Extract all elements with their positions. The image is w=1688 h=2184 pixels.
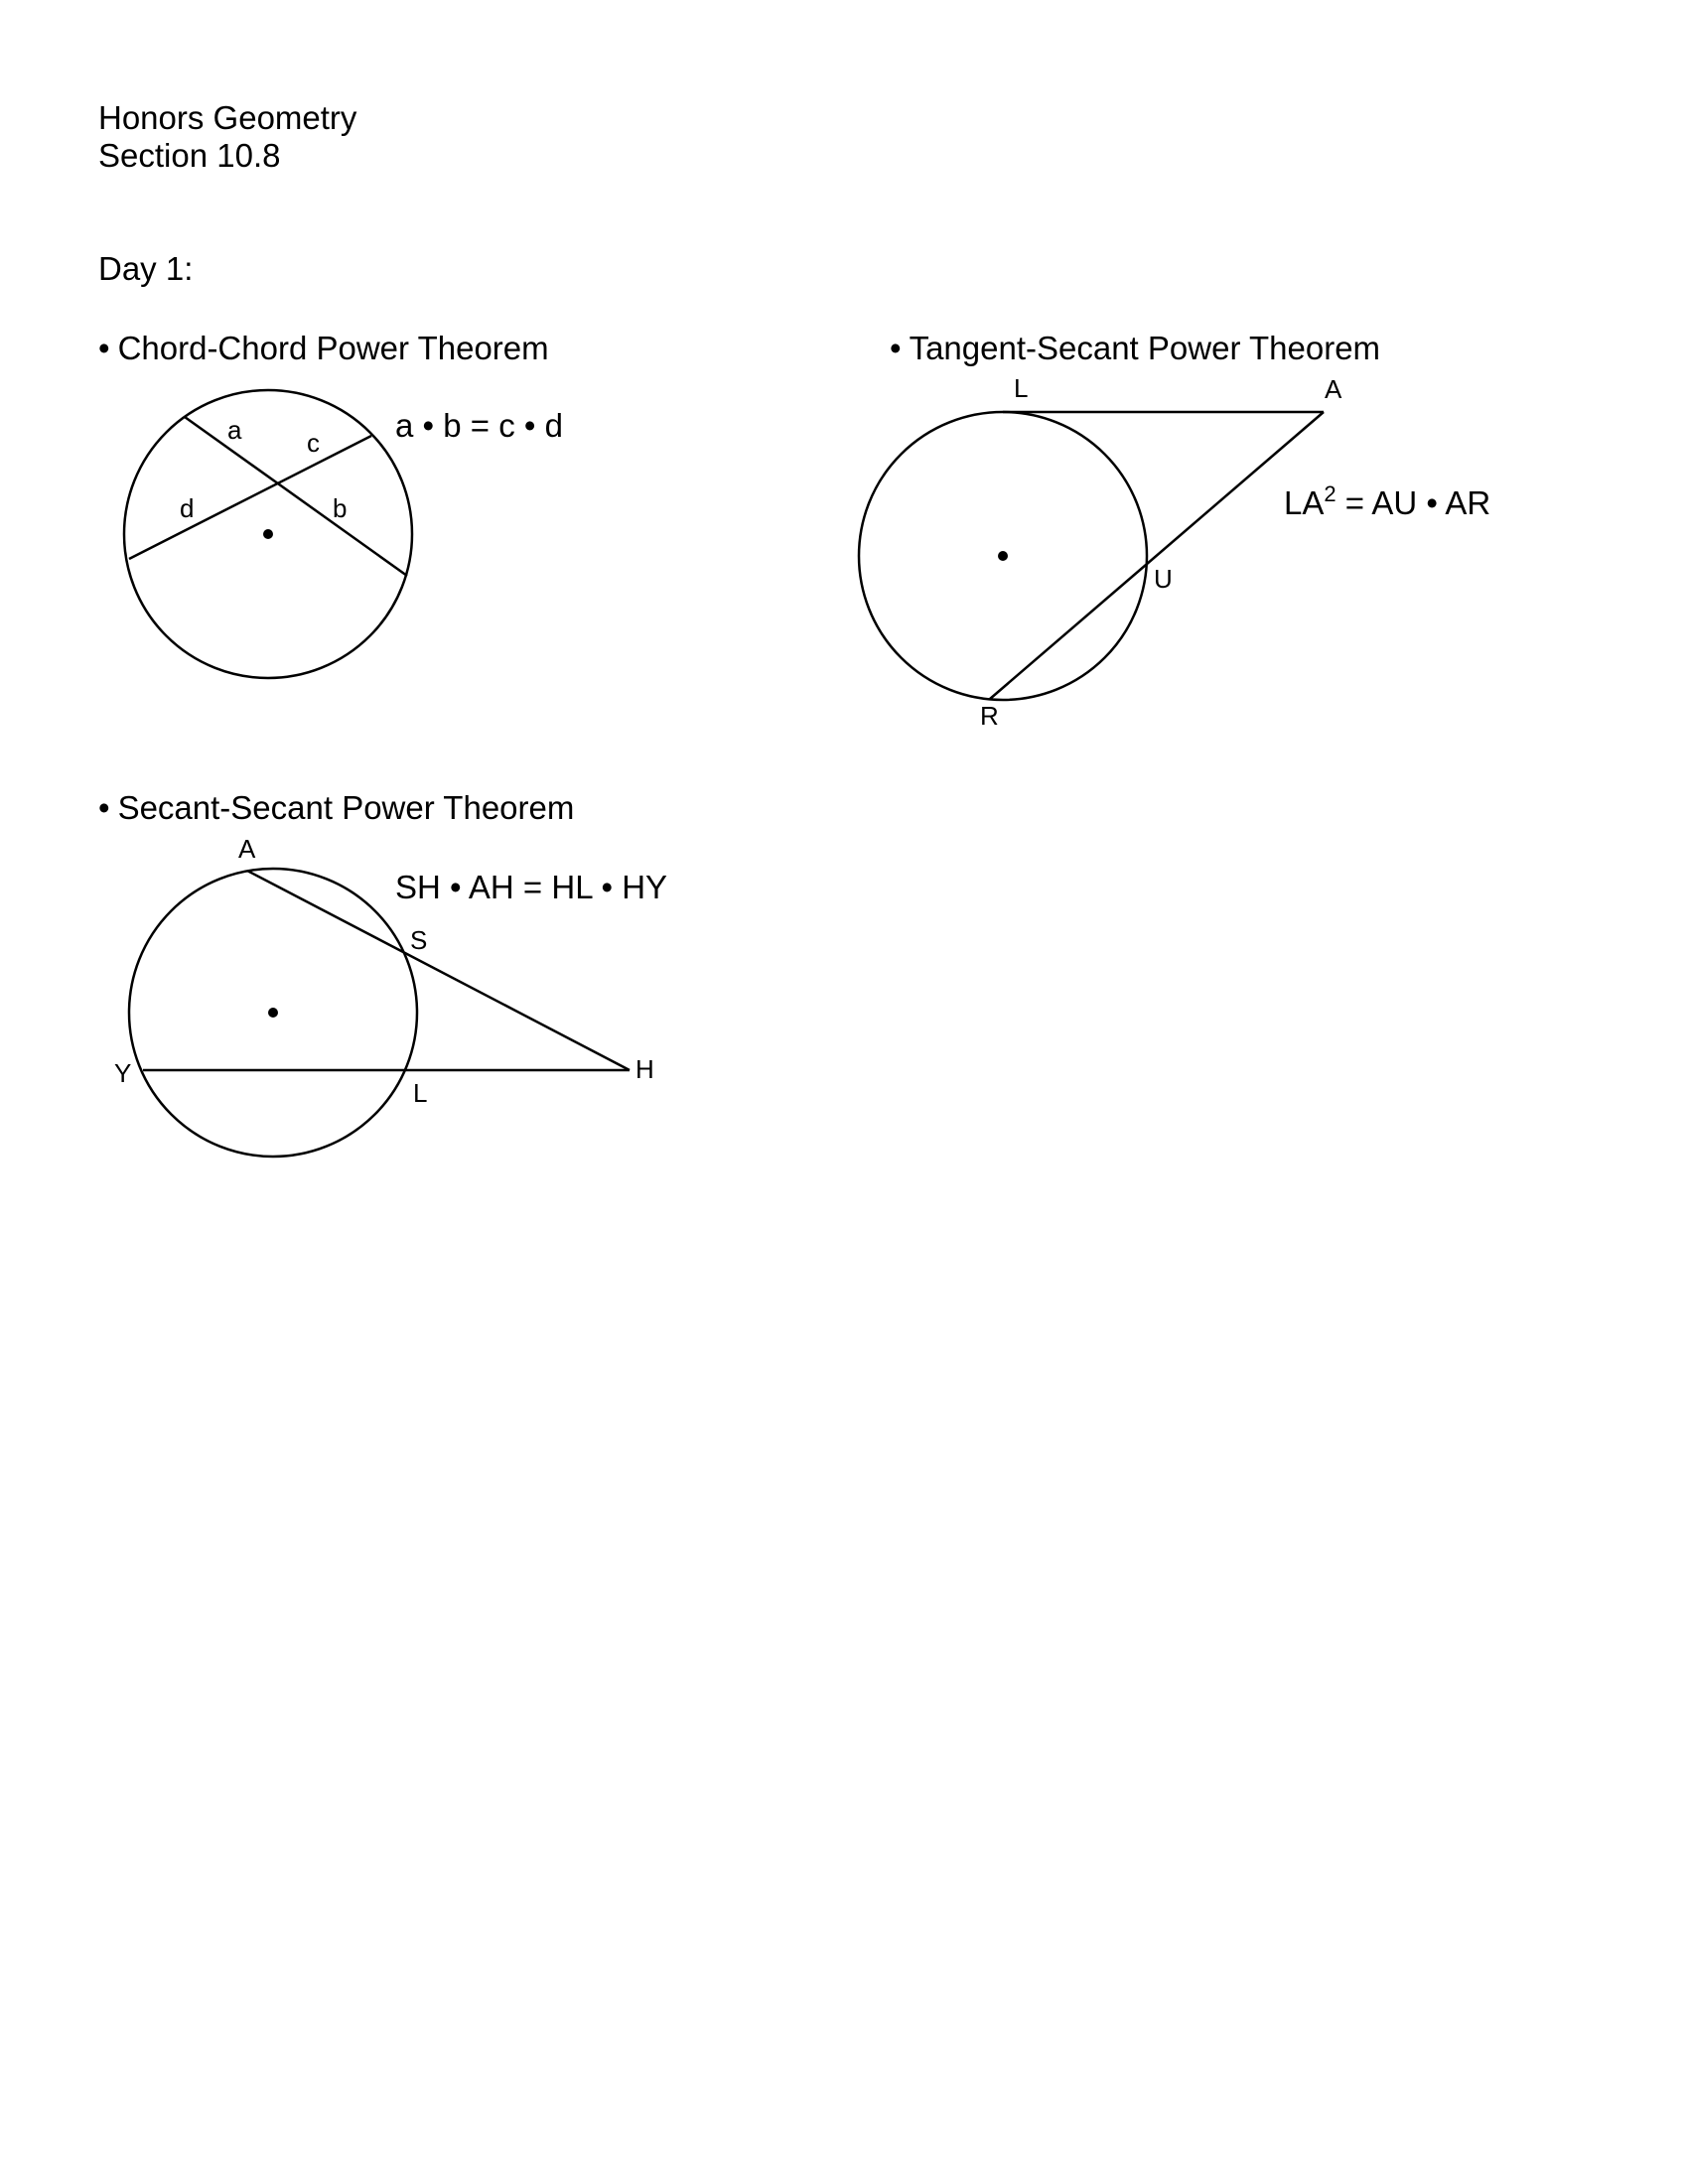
segment-label-b: b <box>333 493 347 523</box>
chord-chord-circle <box>122 388 414 680</box>
section-title: Section 10.8 <box>98 137 281 174</box>
chord-chord-title: Chord-Chord Power Theorem <box>117 330 549 366</box>
course-title: Honors Geometry <box>98 99 357 136</box>
point-label-l: L <box>413 1078 427 1108</box>
day-heading: Day 1: <box>98 250 194 287</box>
chord-ab <box>184 415 408 578</box>
segment-label-a: a <box>227 415 242 445</box>
chord-cd <box>128 434 372 561</box>
chord-chord-equation: a • b = c • d <box>395 407 563 444</box>
point-label-y: Y <box>114 1058 131 1088</box>
chord-chord-figure: a c d b a • b = c • d <box>122 388 563 680</box>
tangent-secant-center-dot <box>998 551 1008 561</box>
tangent-secant-heading: •Tangent-Secant Power Theorem <box>890 330 1380 367</box>
point-label-l: L <box>1014 373 1028 403</box>
secant-secant-center-dot <box>268 1008 278 1018</box>
point-label-r: R <box>980 701 999 731</box>
secant-secant-circle <box>127 867 419 1159</box>
secant-secant-figure: A S H Y L SH • AH = HL • HY <box>114 834 667 1159</box>
point-label-a: A <box>238 834 256 864</box>
bullet-icon: • <box>98 789 110 826</box>
secant-segment-ar <box>989 411 1325 700</box>
secant-secant-heading: •Secant-Secant Power Theorem <box>98 789 574 827</box>
point-label-u: U <box>1154 564 1173 594</box>
bullet-icon: • <box>890 330 902 366</box>
chord-chord-heading: •Chord-Chord Power Theorem <box>98 330 549 367</box>
secant-secant-title: Secant-Secant Power Theorem <box>117 789 575 826</box>
point-label-s: S <box>410 925 427 955</box>
secant-segment-ah <box>246 869 631 1072</box>
tangent-secant-title: Tangent-Secant Power Theorem <box>909 330 1381 366</box>
chord-chord-center-dot <box>263 529 273 539</box>
segment-label-c: c <box>307 428 320 458</box>
tangent-secant-equation: LA2 = AU • AR <box>1284 481 1490 521</box>
secant-secant-equation: SH • AH = HL • HY <box>395 869 667 905</box>
point-label-h: H <box>635 1054 654 1084</box>
segment-label-d: d <box>180 493 194 523</box>
point-label-a: A <box>1325 374 1342 404</box>
bullet-icon: • <box>98 330 110 366</box>
tangent-secant-figure: L A U R LA2 = AU • AR <box>857 373 1490 731</box>
